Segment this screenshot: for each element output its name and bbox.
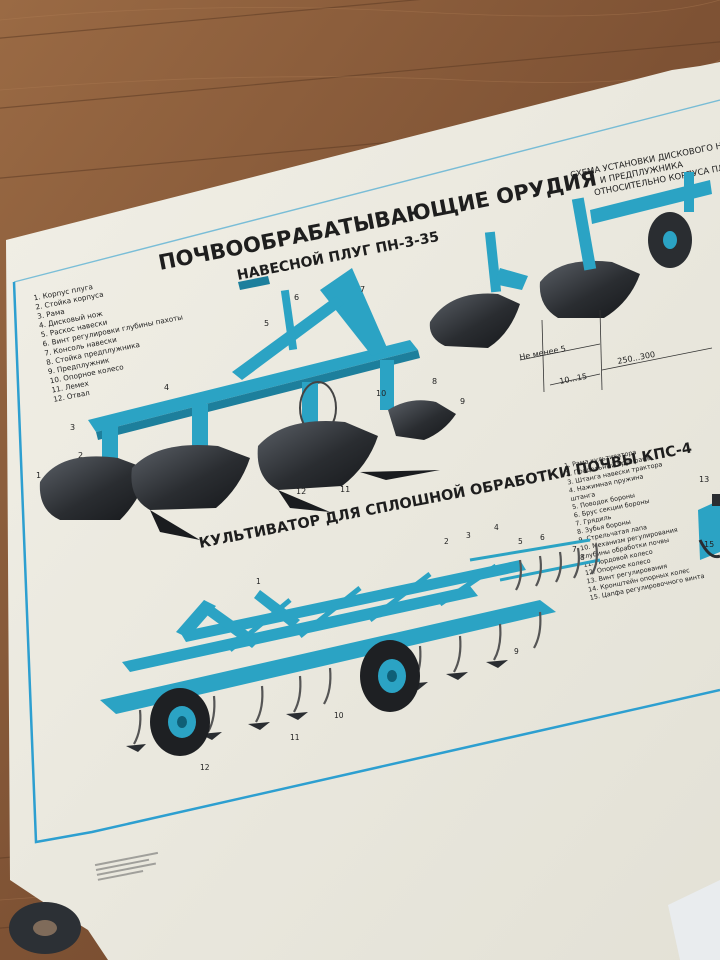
plough-illustration xyxy=(39,268,456,540)
cultivator-callout: 9 xyxy=(514,647,519,656)
plough-callout: 9 xyxy=(460,397,465,406)
plough-callout: 2 xyxy=(78,451,83,460)
cultivator-callout: 2 xyxy=(444,537,449,546)
print-imprint xyxy=(94,851,159,881)
poster-border-frame xyxy=(12,281,720,844)
cultivator-callout: 1 xyxy=(256,577,261,586)
plough-callout: 6 xyxy=(294,293,299,302)
cultivator-callout: 5 xyxy=(518,537,523,546)
poster-border-top xyxy=(13,99,720,283)
plough-callout: 10 xyxy=(376,389,386,398)
cultivator-callout: 4 xyxy=(494,523,499,532)
plough-callout: 11 xyxy=(340,485,350,494)
cultivator-wheel-middle xyxy=(360,640,420,712)
cultivator-callout: 11 xyxy=(290,733,300,742)
plough-callout: 8 xyxy=(432,377,437,386)
cultivator-callout: 3 xyxy=(466,531,471,540)
cultivator-illustration xyxy=(100,538,601,756)
cultivator-callout: 8 xyxy=(580,553,585,562)
plough-callout: 3 xyxy=(70,423,75,432)
plough-callout: 12 xyxy=(296,487,306,496)
cultivator-callout: 6 xyxy=(540,533,545,542)
cultivator-callout: 10 xyxy=(334,711,344,720)
plough-callout: 7 xyxy=(360,285,365,294)
edge-detail-drawing: 13 15 xyxy=(698,475,720,560)
white-object xyxy=(668,880,720,960)
rubber-disc xyxy=(9,902,81,954)
cultivator-callout: 12 xyxy=(200,763,210,772)
plough-callout: 4 xyxy=(164,383,169,392)
edge-callout-13: 13 xyxy=(699,475,709,484)
cultivator-wheel-front xyxy=(150,688,210,756)
edge-callout-15: 15 xyxy=(704,540,714,549)
cultivator-callout: 7 xyxy=(572,545,577,554)
plough-callout: 1 xyxy=(36,471,41,480)
plough-callout: 5 xyxy=(264,319,269,328)
